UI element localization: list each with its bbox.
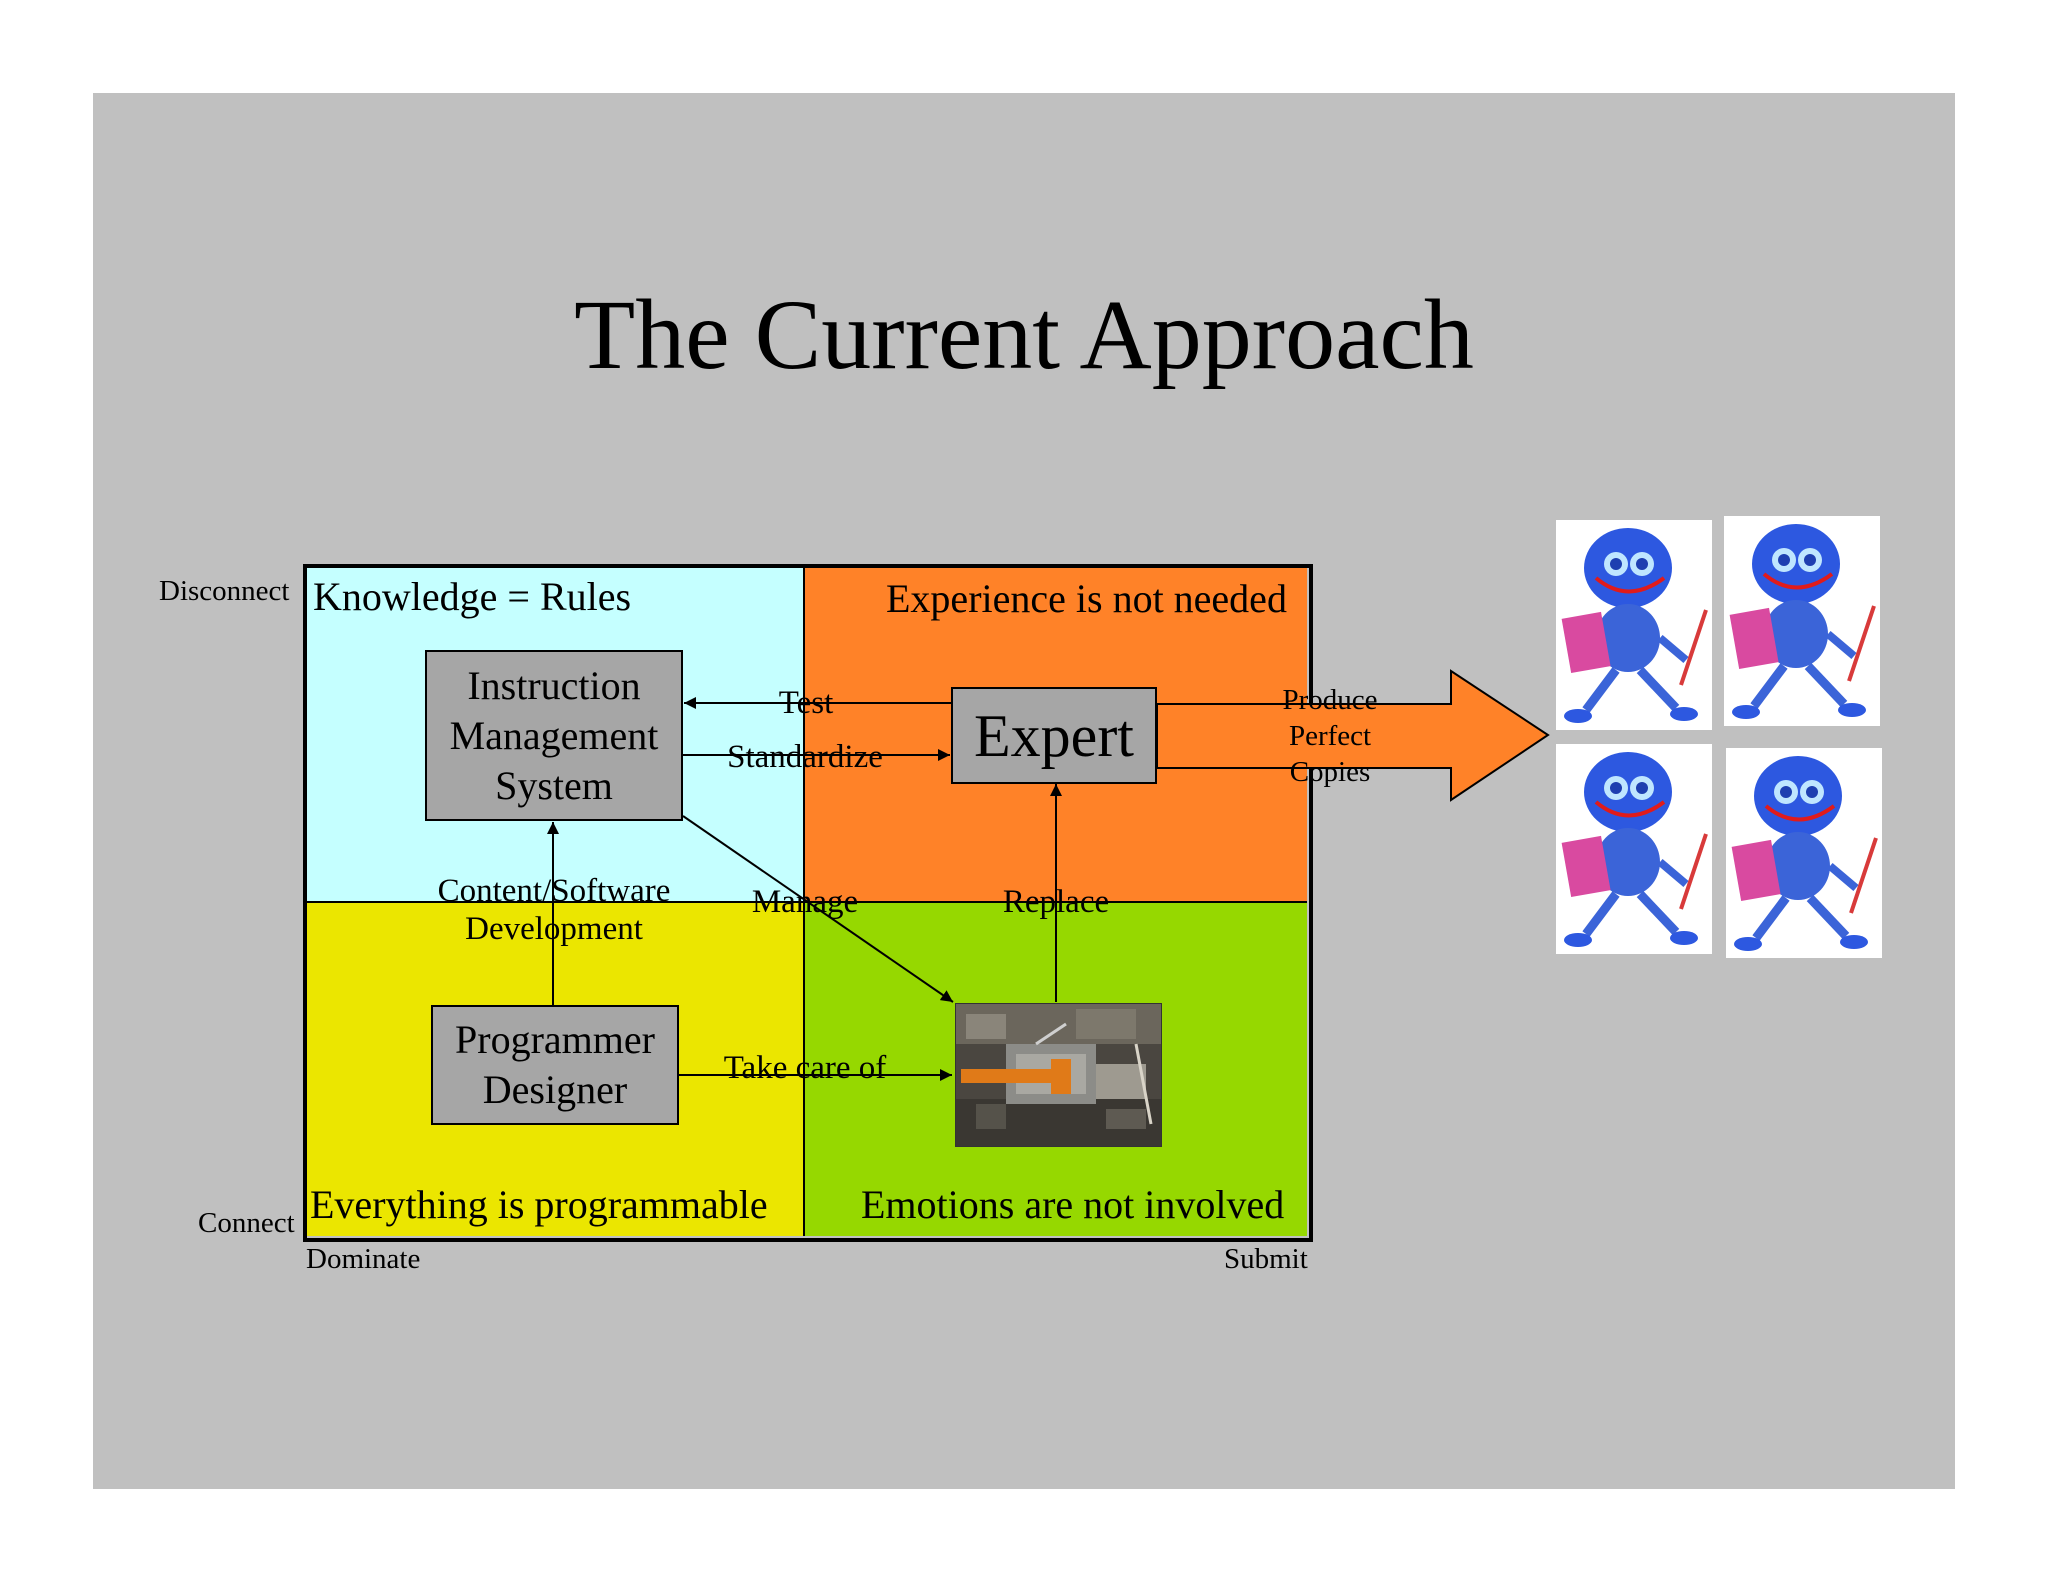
manage-arrow [682, 815, 954, 1003]
produce-copies-label: Produce Perfect Copies [1282, 684, 1378, 788]
axis-label-disconnect: Disconnect [159, 575, 290, 607]
page-title: The Current Approach [574, 279, 1474, 390]
quadrant-label-experience: Experience is not needed [886, 576, 1287, 621]
axis-label-connect: Connect [198, 1207, 295, 1239]
axis-label-submit: Submit [1224, 1243, 1308, 1275]
axis-label-dominate: Dominate [306, 1243, 421, 1275]
expert-box: Expert [951, 687, 1157, 784]
produce-copies-arrow [1156, 669, 1550, 802]
robot-icon [1729, 524, 1876, 719]
expert-label: Expert [974, 702, 1134, 769]
programmer-label: Programmer Designer [455, 1017, 655, 1112]
quadrant-label-emotions: Emotions are not involved [861, 1182, 1285, 1227]
replace-label: Replace [1002, 884, 1110, 920]
robot-icon [1561, 752, 1708, 947]
content-development-label: Content/Software Development [437, 873, 671, 947]
test-label: Test [778, 685, 834, 721]
quadrant-label-knowledge: Knowledge = Rules [313, 574, 632, 619]
quadrant-label-programmable: Everything is programmable [310, 1182, 768, 1227]
quadrant-divider-horizontal [305, 901, 1307, 903]
take-care-label: Take care of [723, 1050, 887, 1086]
manage-label: Manage [751, 884, 859, 920]
robot-copy-3 [1556, 744, 1712, 954]
robot-copy-4 [1726, 748, 1882, 958]
robot-icon [1561, 528, 1708, 723]
ims-label: Instruction Management System [449, 662, 659, 808]
robot-copy-1 [1556, 520, 1712, 730]
robot-icon [1731, 756, 1878, 951]
programmer-designer-box: Programmer Designer [431, 1005, 679, 1125]
standardize-label: Standardize [727, 739, 883, 775]
robot-copy-2 [1724, 516, 1880, 726]
instruction-management-system-box: Instruction Management System [425, 650, 683, 821]
matrix-frame [303, 564, 1313, 1242]
factory-photo [955, 1003, 1162, 1147]
